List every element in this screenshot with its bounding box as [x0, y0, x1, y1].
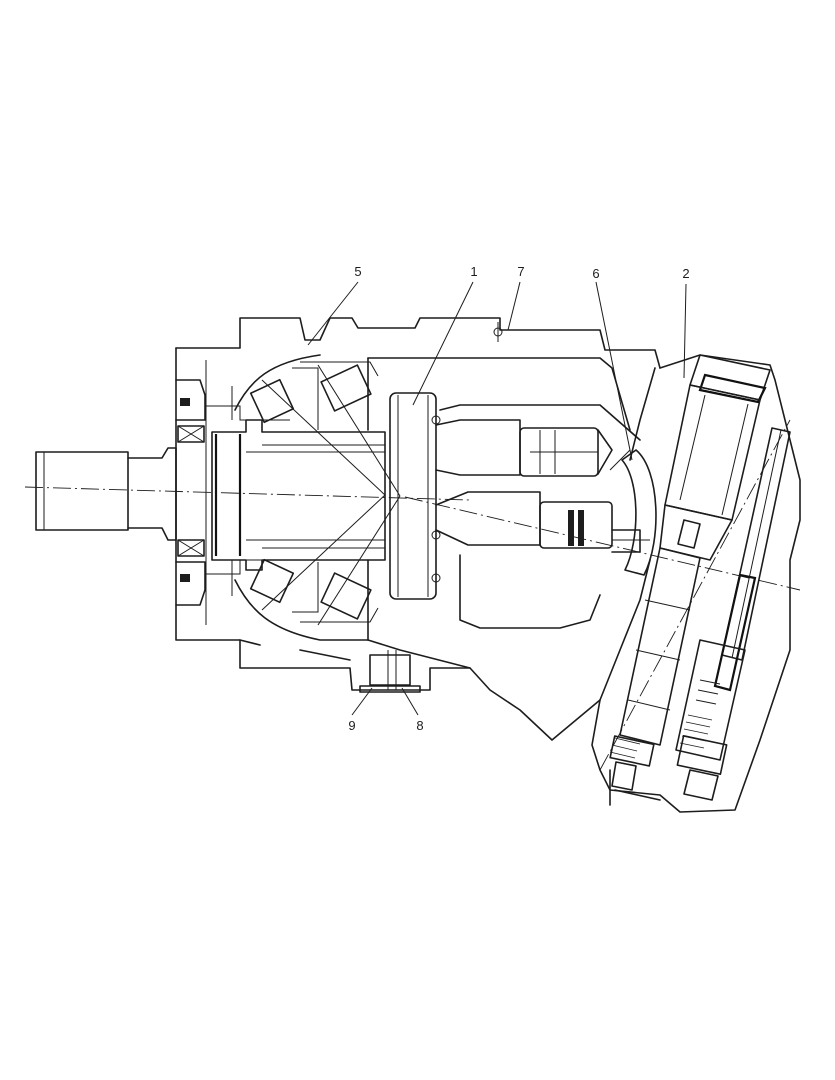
callout-6: 6 — [592, 266, 599, 281]
front-housing — [175, 317, 661, 691]
callout-9: 9 — [348, 718, 355, 733]
cylinder-housing — [234, 354, 641, 741]
tapered-roller-bearings — [249, 361, 401, 626]
port-housing — [591, 354, 801, 813]
servo-cylinder — [619, 354, 771, 746]
leader-lines — [307, 281, 687, 716]
callout-1: 1 — [470, 264, 477, 279]
main-axis-centerline — [24, 486, 471, 501]
callout-5: 5 — [354, 264, 361, 279]
shaft-seal — [177, 398, 205, 582]
drive-flange — [389, 392, 441, 600]
control-axis-centerline — [599, 419, 791, 771]
callout-2: 2 — [682, 266, 689, 281]
main-shaft-body — [211, 419, 386, 571]
drain-port — [359, 650, 421, 693]
cylinder-axis-centerline — [404, 496, 801, 591]
valve-plate — [609, 449, 657, 576]
gauge-port-symbol — [493, 322, 503, 342]
callout-8: 8 — [416, 718, 423, 733]
piston-rods — [435, 419, 650, 553]
adjusting-springs — [609, 714, 728, 806]
adjusting-rod — [675, 427, 791, 761]
drive-shaft — [35, 447, 177, 541]
callout-7: 7 — [517, 264, 524, 279]
callout-labels: 5 1 7 6 2 9 8 — [348, 264, 689, 733]
